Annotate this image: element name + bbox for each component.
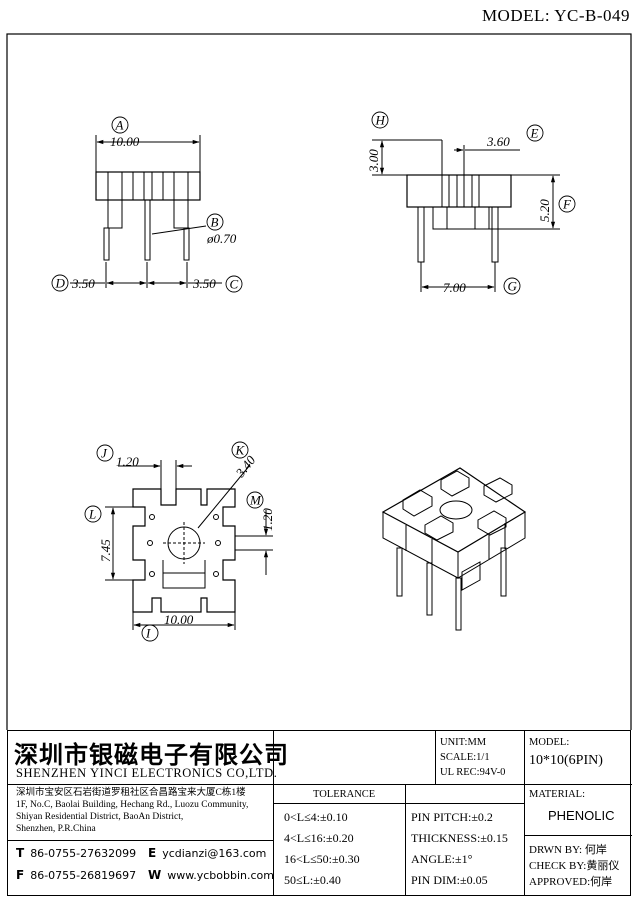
title-block: 深圳市银磁电子有限公司 SHENZHEN YINCI ELECTRONICS C… <box>7 730 632 896</box>
model-label: MODEL: YC-B-049 <box>481 6 630 25</box>
front-pin-right <box>183 227 190 261</box>
tolerance-heading: TOLERANCE <box>313 789 376 800</box>
fax-label: F <box>16 868 25 882</box>
material-heading: MATERIAL: <box>529 789 585 800</box>
model-heading: MODEL: <box>529 737 570 748</box>
drawn-by: DRWN BY: 何岸 <box>529 844 607 856</box>
email-address: ycdianzi@163.com <box>162 847 267 860</box>
dim-b-value: ø0.70 <box>206 231 237 246</box>
pin-dot <box>149 514 155 520</box>
pin-dot <box>213 514 219 520</box>
fax-number: 86-0755-26819697 <box>30 869 137 882</box>
dim-letter-m: M <box>249 493 262 508</box>
address-line-4: Shenzhen, P.R.China <box>16 824 96 834</box>
side-pin-right <box>491 206 499 263</box>
company-name-en: SHENZHEN YINCI ELECTRONICS CO,LTD. <box>16 766 278 780</box>
iso-center-hole <box>439 500 473 520</box>
technical-drawing: A 10.00 B ø0.70 C 3.50 D 3.50 E 3.60 F 5… <box>6 33 632 730</box>
fax: F 86-0755-26819697 <box>16 868 136 882</box>
pin-pitch: PIN PITCH:±0.2 <box>411 810 493 824</box>
dim-letter-k: K <box>235 443 246 458</box>
angle: ANGLE:±1° <box>411 852 473 866</box>
address-line-2: 1F, No.C, Baolai Building, Hechang Rd., … <box>16 800 249 810</box>
side-body <box>406 174 512 208</box>
front-pin-left <box>103 227 110 261</box>
dim-letter-c: C <box>230 277 239 292</box>
dim-e-value: 3.60 <box>486 134 510 149</box>
dim-d-value: 3.50 <box>71 276 95 291</box>
front-pin-middle <box>144 199 151 261</box>
dim-letter-d: D <box>55 276 66 291</box>
website-label: W <box>148 868 162 882</box>
dim-letter-e: E <box>530 126 539 141</box>
phone-label: T <box>16 846 25 860</box>
dim-letter-l: L <box>88 507 96 522</box>
pin-dim: PIN DIM:±0.05 <box>411 873 488 887</box>
checked-by: CHECK BY:黄丽仪 <box>529 860 620 872</box>
scale: SCALE:1/1 <box>440 752 490 763</box>
dim-f-value: 5.20 <box>537 199 552 222</box>
dim-i-value: 10.00 <box>164 612 194 627</box>
phone-number: 86-0755-27632099 <box>30 847 137 860</box>
pin-dot <box>215 540 221 546</box>
front-view <box>70 135 222 288</box>
dim-letter-b: B <box>211 215 219 230</box>
base-outline <box>132 488 236 613</box>
address-line-3: Shiyan Residential District, BaoAn Distr… <box>16 812 184 822</box>
dim-c-value: 3.50 <box>192 276 216 291</box>
side-pin-left <box>417 206 425 263</box>
dim-letter-a: A <box>115 118 124 133</box>
dim-l-value: 7.45 <box>98 539 113 562</box>
bottom-view <box>105 460 273 630</box>
pin-dot <box>213 571 219 577</box>
tolerance-2: 4<L≤16:±0.20 <box>284 831 354 845</box>
dim-m-value: 1.20 <box>260 508 275 531</box>
pin-dot <box>149 571 155 577</box>
front-body <box>95 171 201 201</box>
dim-letter-h: H <box>375 113 386 128</box>
dim-h-value: 3.00 <box>366 149 381 173</box>
dim-j-value: 1.20 <box>116 454 139 469</box>
drawing-frame <box>6 33 632 730</box>
dim-letter-i: I <box>145 626 151 641</box>
website-url: www.ycbobbin.com <box>167 869 274 882</box>
dim-letter-f: F <box>562 197 572 212</box>
thickness: THICKNESS:±0.15 <box>411 831 508 845</box>
dim-letter-j: J <box>101 446 108 461</box>
tolerance-1: 0<L≤4:±0.10 <box>284 810 348 824</box>
model-value: 10*10(6PIN) <box>529 753 603 768</box>
company-name-cn: 深圳市银磁电子有限公司 <box>14 741 289 769</box>
email-label: E <box>148 846 157 860</box>
unit: UNIT:MM <box>440 737 487 748</box>
dim-letter-g: G <box>508 279 518 294</box>
ul-rec: UL REC:94V-0 <box>440 767 506 778</box>
pin-dot <box>147 540 153 546</box>
iso-view <box>381 467 527 631</box>
dim-a-value: 10.00 <box>110 134 140 149</box>
tolerance-3: 16<L≤50:±0.30 <box>284 852 360 866</box>
material-value: PHENOLIC <box>548 808 615 823</box>
side-view <box>372 139 560 292</box>
address-line-1: 深圳市宝安区石岩街道罗租社区合昌路宝来大厦C栋1楼 <box>16 788 246 798</box>
phone: T 86-0755-27632099 <box>16 846 136 860</box>
tolerance-4: 50≤L:±0.40 <box>284 873 341 887</box>
approved-by: APPROVED:何岸 <box>529 876 613 888</box>
dim-g-value: 7.00 <box>443 280 466 295</box>
